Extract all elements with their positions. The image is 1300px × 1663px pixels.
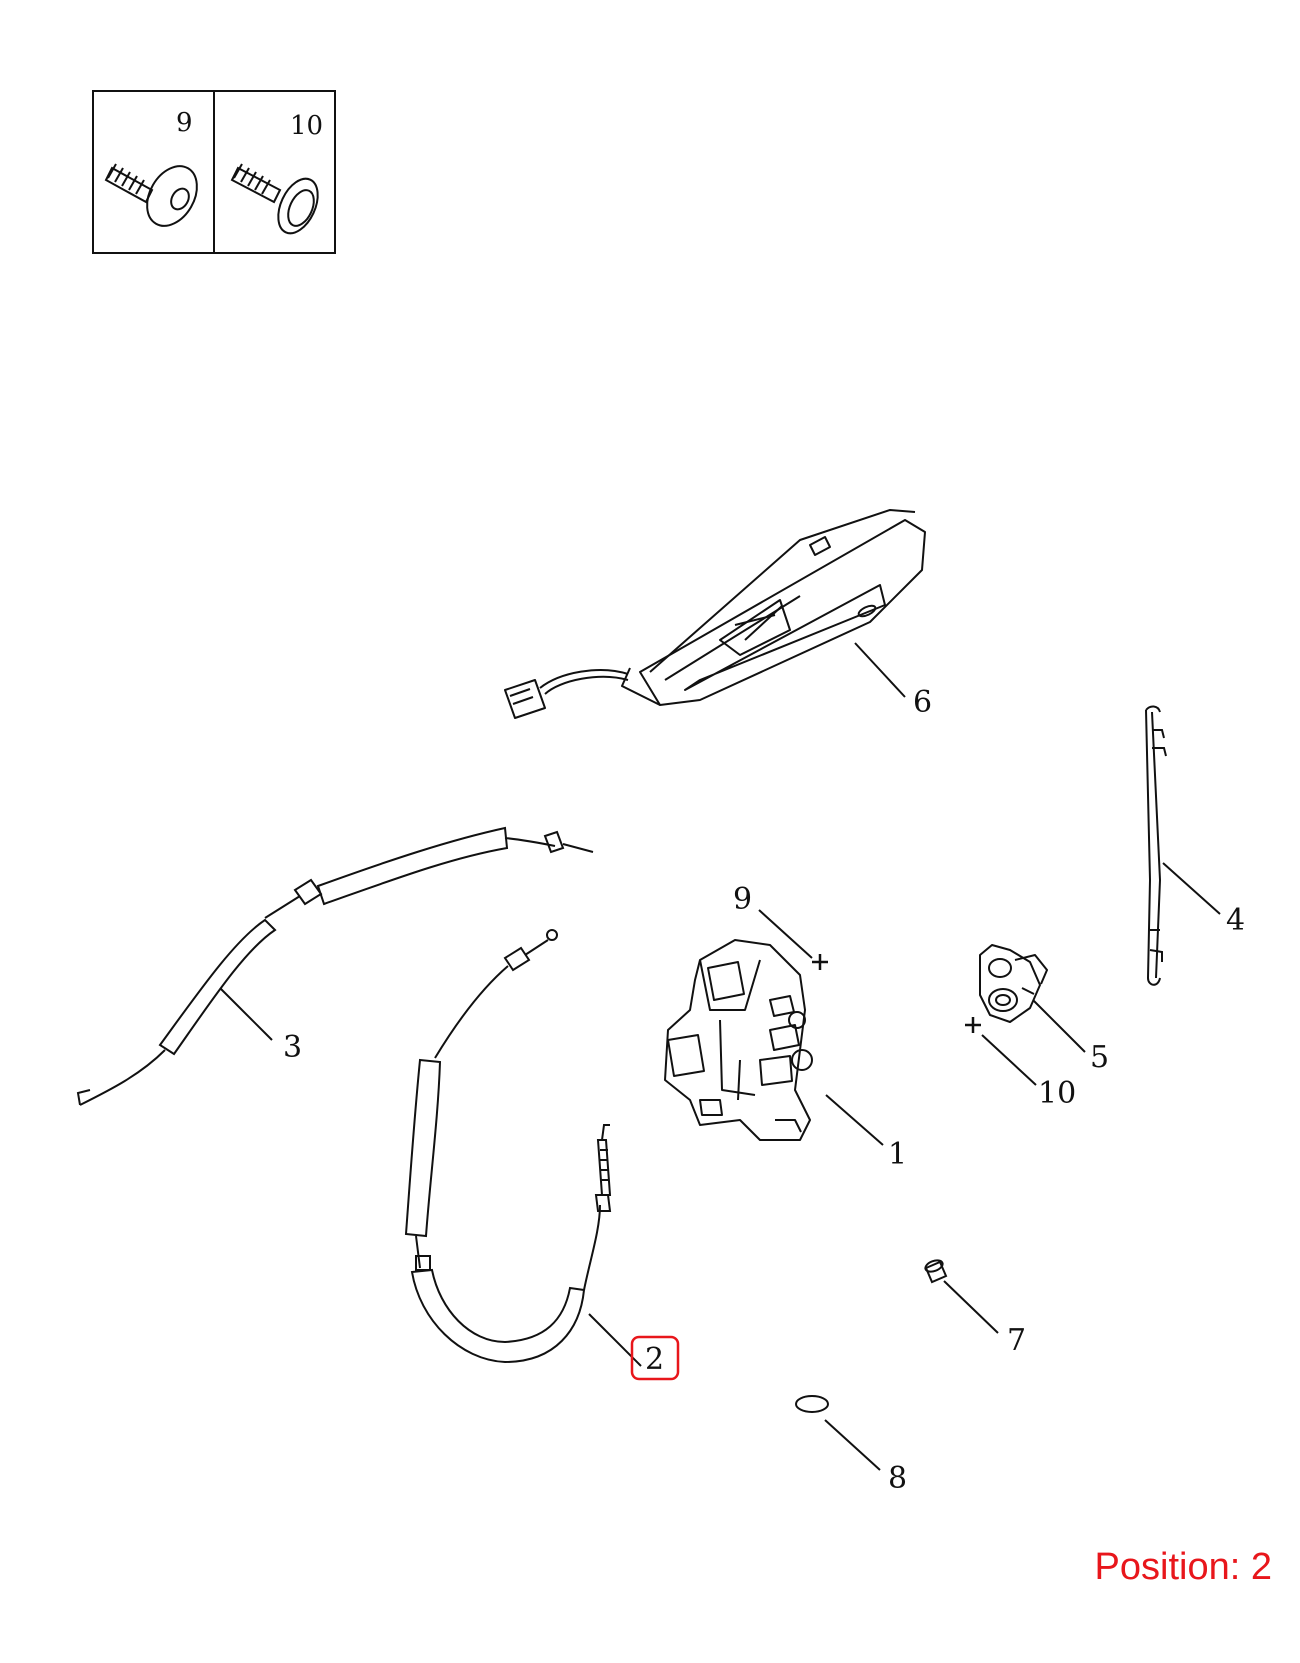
position-label: Position: 2 xyxy=(1094,1546,1272,1588)
fastener-9-marker xyxy=(812,954,828,970)
part-4-rod xyxy=(1145,705,1167,986)
part-7-grommet xyxy=(924,1259,948,1284)
callout-2: 2 xyxy=(645,1342,664,1377)
leader-8 xyxy=(824,1419,881,1471)
leader-1 xyxy=(825,1094,884,1146)
callout-9: 9 xyxy=(733,882,752,917)
callout-5: 5 xyxy=(1090,1040,1109,1075)
fastener-inset xyxy=(92,90,336,254)
part-6-door-handle xyxy=(504,509,926,719)
part-5-bracket xyxy=(979,944,1048,1023)
inset-label-9: 9 xyxy=(176,108,193,138)
part-1-lock-actuator xyxy=(664,939,813,1141)
callout-4: 4 xyxy=(1226,903,1245,938)
part-3-cable xyxy=(76,826,594,1106)
part-2-cable xyxy=(404,929,612,1364)
inset-label-10: 10 xyxy=(290,111,323,141)
screw-10-illustration xyxy=(230,163,319,235)
fastener-10-marker xyxy=(965,1017,981,1033)
callout-1: 1 xyxy=(888,1137,907,1172)
leader-3 xyxy=(219,987,273,1041)
leader-6 xyxy=(854,642,906,698)
leader-7 xyxy=(943,1280,999,1334)
part-8-o-ring xyxy=(795,1395,829,1413)
callout-7: 7 xyxy=(1007,1323,1026,1358)
leader-9 xyxy=(758,909,813,959)
position-highlight-box xyxy=(630,1335,680,1381)
leader-4 xyxy=(1162,862,1221,915)
callout-8: 8 xyxy=(888,1461,907,1496)
screw-9-illustration xyxy=(104,163,198,227)
leader-5 xyxy=(1032,999,1086,1053)
leader-10 xyxy=(981,1034,1037,1086)
callout-10: 10 xyxy=(1038,1076,1076,1111)
callout-6: 6 xyxy=(913,685,932,720)
callout-3: 3 xyxy=(283,1030,302,1065)
